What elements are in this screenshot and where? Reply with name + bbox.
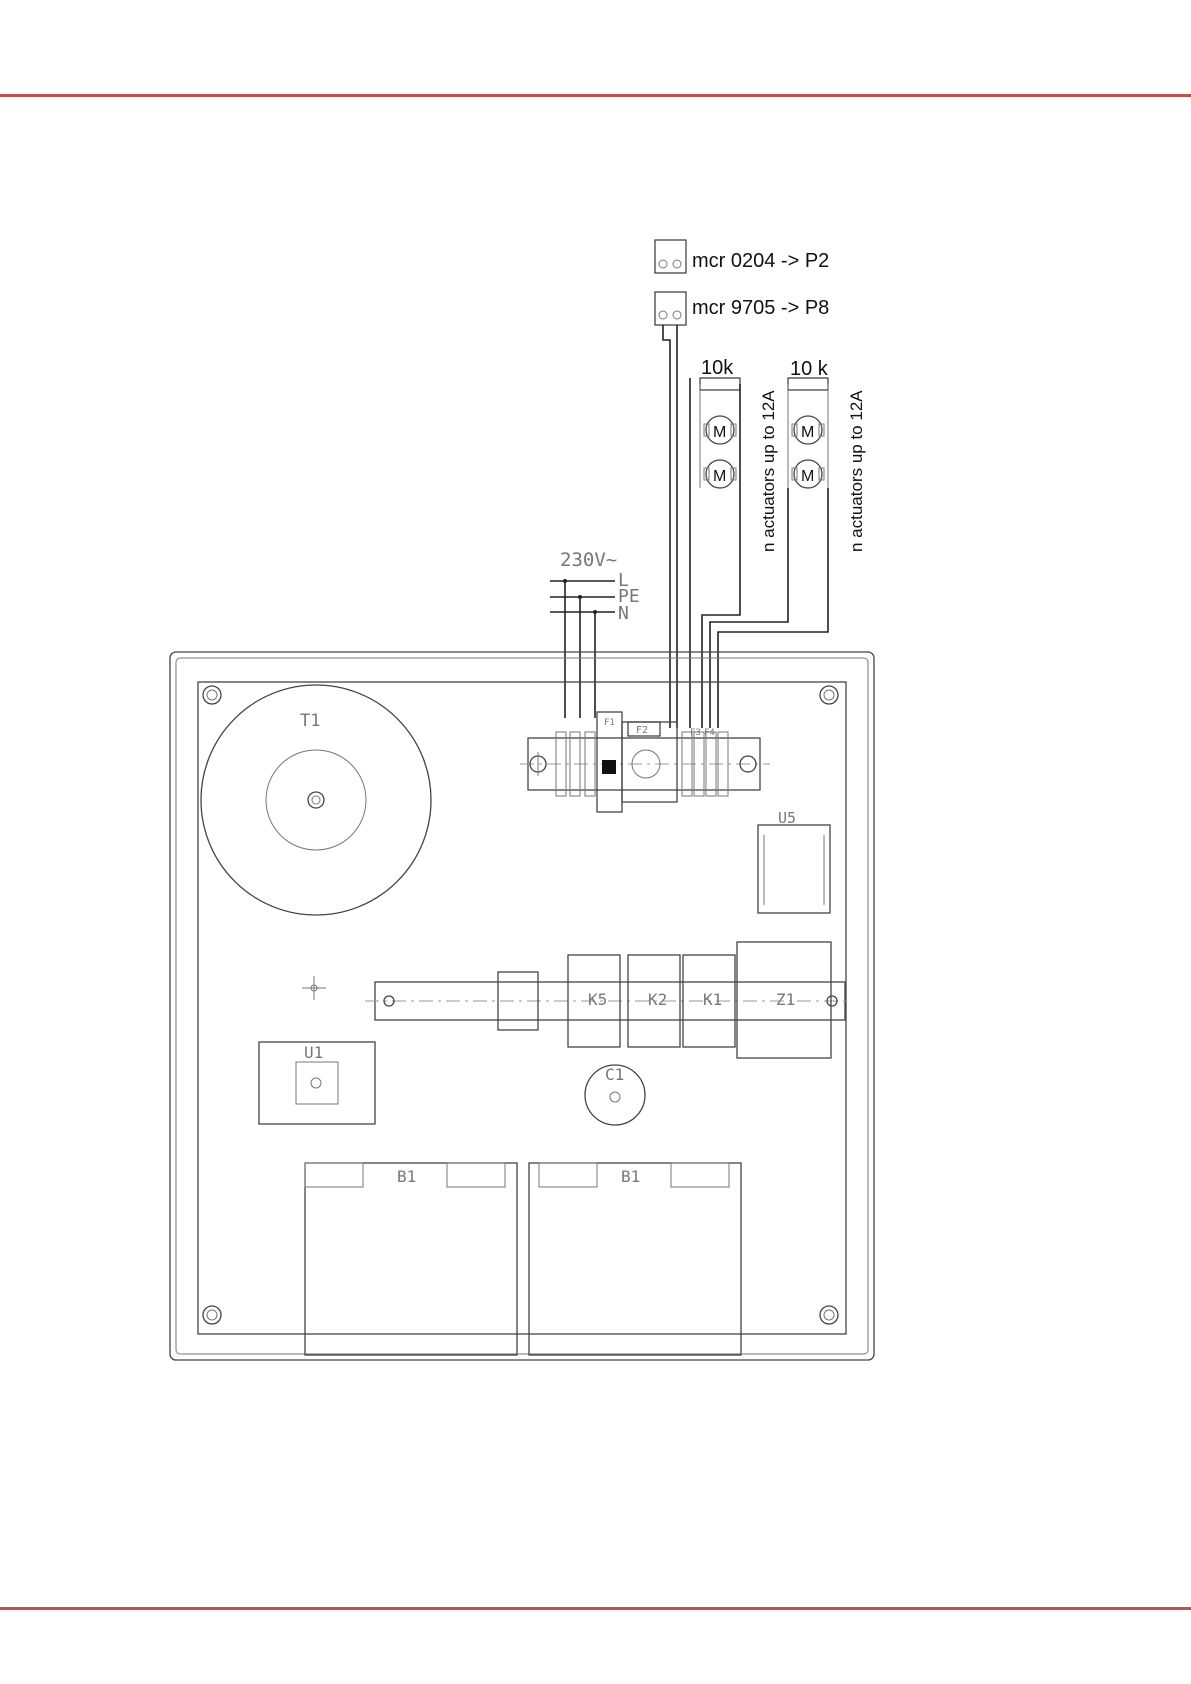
resistor-10k-a: 10k [700,357,740,390]
motor-label: M [801,468,814,485]
motor-symbol-icon: M [792,460,824,488]
contactor-label: K1 [703,990,722,1009]
supply-voltage: 230V~ [560,549,617,571]
mounting-screw-icon [820,686,838,704]
actuator-note: n actuators up to 12A [847,390,866,552]
actuator-note: n actuators up to 12A [759,390,778,552]
motor-symbol-icon: M [792,416,824,444]
transformer-t1: T1 [201,685,431,915]
connector-mcr0204: mcr 0204 -> P2 [655,240,829,273]
fuse-label: F2 [636,725,648,736]
component-label: U5 [778,809,796,827]
battery-b1-right: B1 [529,1163,741,1355]
mounting-screw-icon [820,1306,838,1324]
motor-symbol-icon: M [704,416,736,444]
connector-label: mcr 9705 -> P8 [692,297,829,319]
connector-label: mcr 0204 -> P2 [692,250,829,272]
mounting-screw-icon [203,1306,221,1324]
motor-label: M [713,468,726,485]
terminal-strip: F1 F2 F3 F4 [520,712,770,812]
motor-label: M [801,424,814,441]
mounting-screw-icon [203,686,221,704]
fuse-label: F4 [704,728,715,738]
din-rail: K5 K2 K1 Z1 [365,942,850,1058]
contactor-label: K2 [648,990,667,1009]
crosshair-icon [302,976,326,1000]
capacitor-c1: C1 [585,1065,645,1125]
actuator-group-1: M M n actuators up to 12A [700,384,778,552]
resistor-label: 10k [701,357,734,379]
connector-mcr9705: mcr 9705 -> P8 [655,292,829,325]
fuse-label: F3 [690,728,701,738]
battery-label: B1 [397,1167,416,1186]
supply-230v: 230V~ L PE N [550,549,640,718]
component-label: T1 [300,711,320,731]
module-u1: U1 [259,1042,375,1124]
battery-b1-left: B1 [305,1163,517,1355]
fuse-label: F1 [604,718,615,728]
resistor-10k-b: 10 k [788,358,829,390]
motor-label: M [713,424,726,441]
component-label: Z1 [776,990,795,1009]
module-u5: U5 [758,809,830,913]
motor-symbol-icon: M [704,460,736,488]
enclosure [170,652,874,1360]
component-label: U1 [304,1043,323,1062]
resistor-label: 10 k [790,358,829,380]
component-label: C1 [605,1065,624,1084]
signal-wires [663,325,828,728]
supply-line-N: N [618,603,629,624]
contactor-label: K5 [588,990,607,1009]
battery-label: B1 [621,1167,640,1186]
actuator-group-2: M M n actuators up to 12A [788,384,866,552]
